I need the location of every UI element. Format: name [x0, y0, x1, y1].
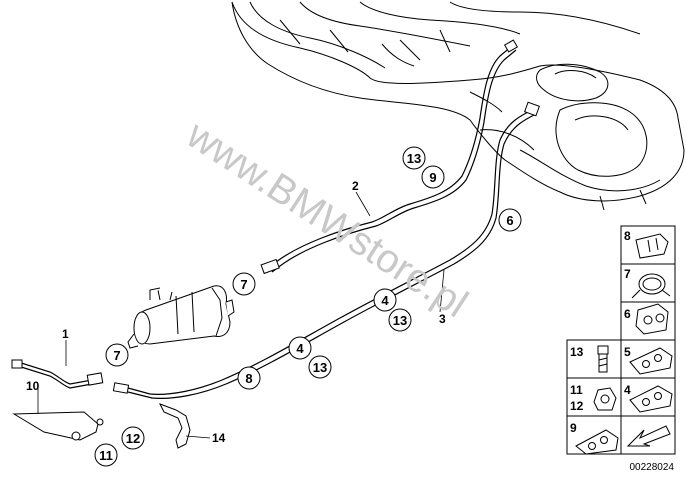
- bracket-14: [158, 403, 191, 449]
- callout-13: 13: [308, 355, 332, 379]
- callout-13: 13: [388, 308, 412, 332]
- document-number: 00228024: [630, 462, 675, 473]
- fuel-tank: [231, 1, 685, 211]
- legend-item-8: 8: [620, 225, 676, 265]
- svg-text:13: 13: [407, 151, 421, 166]
- legend-item-13: 13: [566, 339, 622, 379]
- legend-item-9: 9: [566, 415, 622, 455]
- legend-item-5: 5: [620, 339, 676, 379]
- svg-text:12: 12: [570, 399, 584, 413]
- label-1: 1: [62, 327, 69, 341]
- fuel-filter: [127, 285, 235, 349]
- label-3: 3: [439, 312, 446, 326]
- svg-text:7: 7: [240, 277, 247, 292]
- svg-text:5: 5: [624, 345, 631, 359]
- svg-text:12: 12: [126, 431, 140, 446]
- leader-lines: [37, 191, 445, 439]
- line-connectors: [11, 39, 540, 394]
- legend-item-11-12: 11 12: [566, 377, 622, 417]
- svg-text:13: 13: [393, 313, 407, 328]
- svg-text:7: 7: [624, 267, 631, 281]
- callout-11: 11: [94, 443, 118, 467]
- svg-text:4: 4: [624, 383, 631, 397]
- callout-4: 4: [373, 288, 397, 312]
- callout-7: 7: [232, 272, 256, 296]
- callout-8: 8: [237, 366, 261, 390]
- callout-4: 4: [288, 336, 312, 360]
- callout-6: 6: [498, 208, 522, 232]
- parts-legend: 8 7 6 5 4: [566, 225, 676, 455]
- legend-item-4: 4: [620, 377, 676, 417]
- svg-text:13: 13: [313, 360, 327, 375]
- callout-9: 9: [421, 165, 445, 189]
- svg-text:9: 9: [570, 421, 577, 435]
- bracket-10: [12, 411, 104, 441]
- svg-text:7: 7: [113, 348, 120, 363]
- svg-text:8: 8: [624, 229, 631, 243]
- legend-item-7: 7: [620, 263, 676, 303]
- legend-pointer-box: [620, 415, 676, 455]
- svg-text:11: 11: [570, 383, 583, 397]
- callout-7: 7: [105, 343, 129, 367]
- svg-text:9: 9: [429, 170, 436, 185]
- plain-labels: 2 1 3 10 14: [26, 179, 446, 445]
- callout-12: 12: [121, 426, 145, 450]
- fuel-lines: [17, 45, 537, 399]
- callouts: 13 9 6 7 4 13 7 4 13 8 12 11: [94, 146, 522, 467]
- arrow-icon: [626, 425, 671, 447]
- legend-item-6: 6: [620, 301, 676, 341]
- label-10: 10: [26, 379, 40, 393]
- svg-text:6: 6: [624, 307, 631, 321]
- svg-text:8: 8: [245, 371, 252, 386]
- callout-13: 13: [402, 146, 426, 170]
- svg-text:13: 13: [570, 345, 584, 359]
- svg-text:4: 4: [381, 293, 389, 308]
- label-14: 14: [212, 431, 226, 445]
- label-2: 2: [352, 179, 359, 193]
- svg-text:4: 4: [296, 341, 304, 356]
- svg-text:11: 11: [99, 448, 113, 463]
- svg-text:6: 6: [506, 213, 513, 228]
